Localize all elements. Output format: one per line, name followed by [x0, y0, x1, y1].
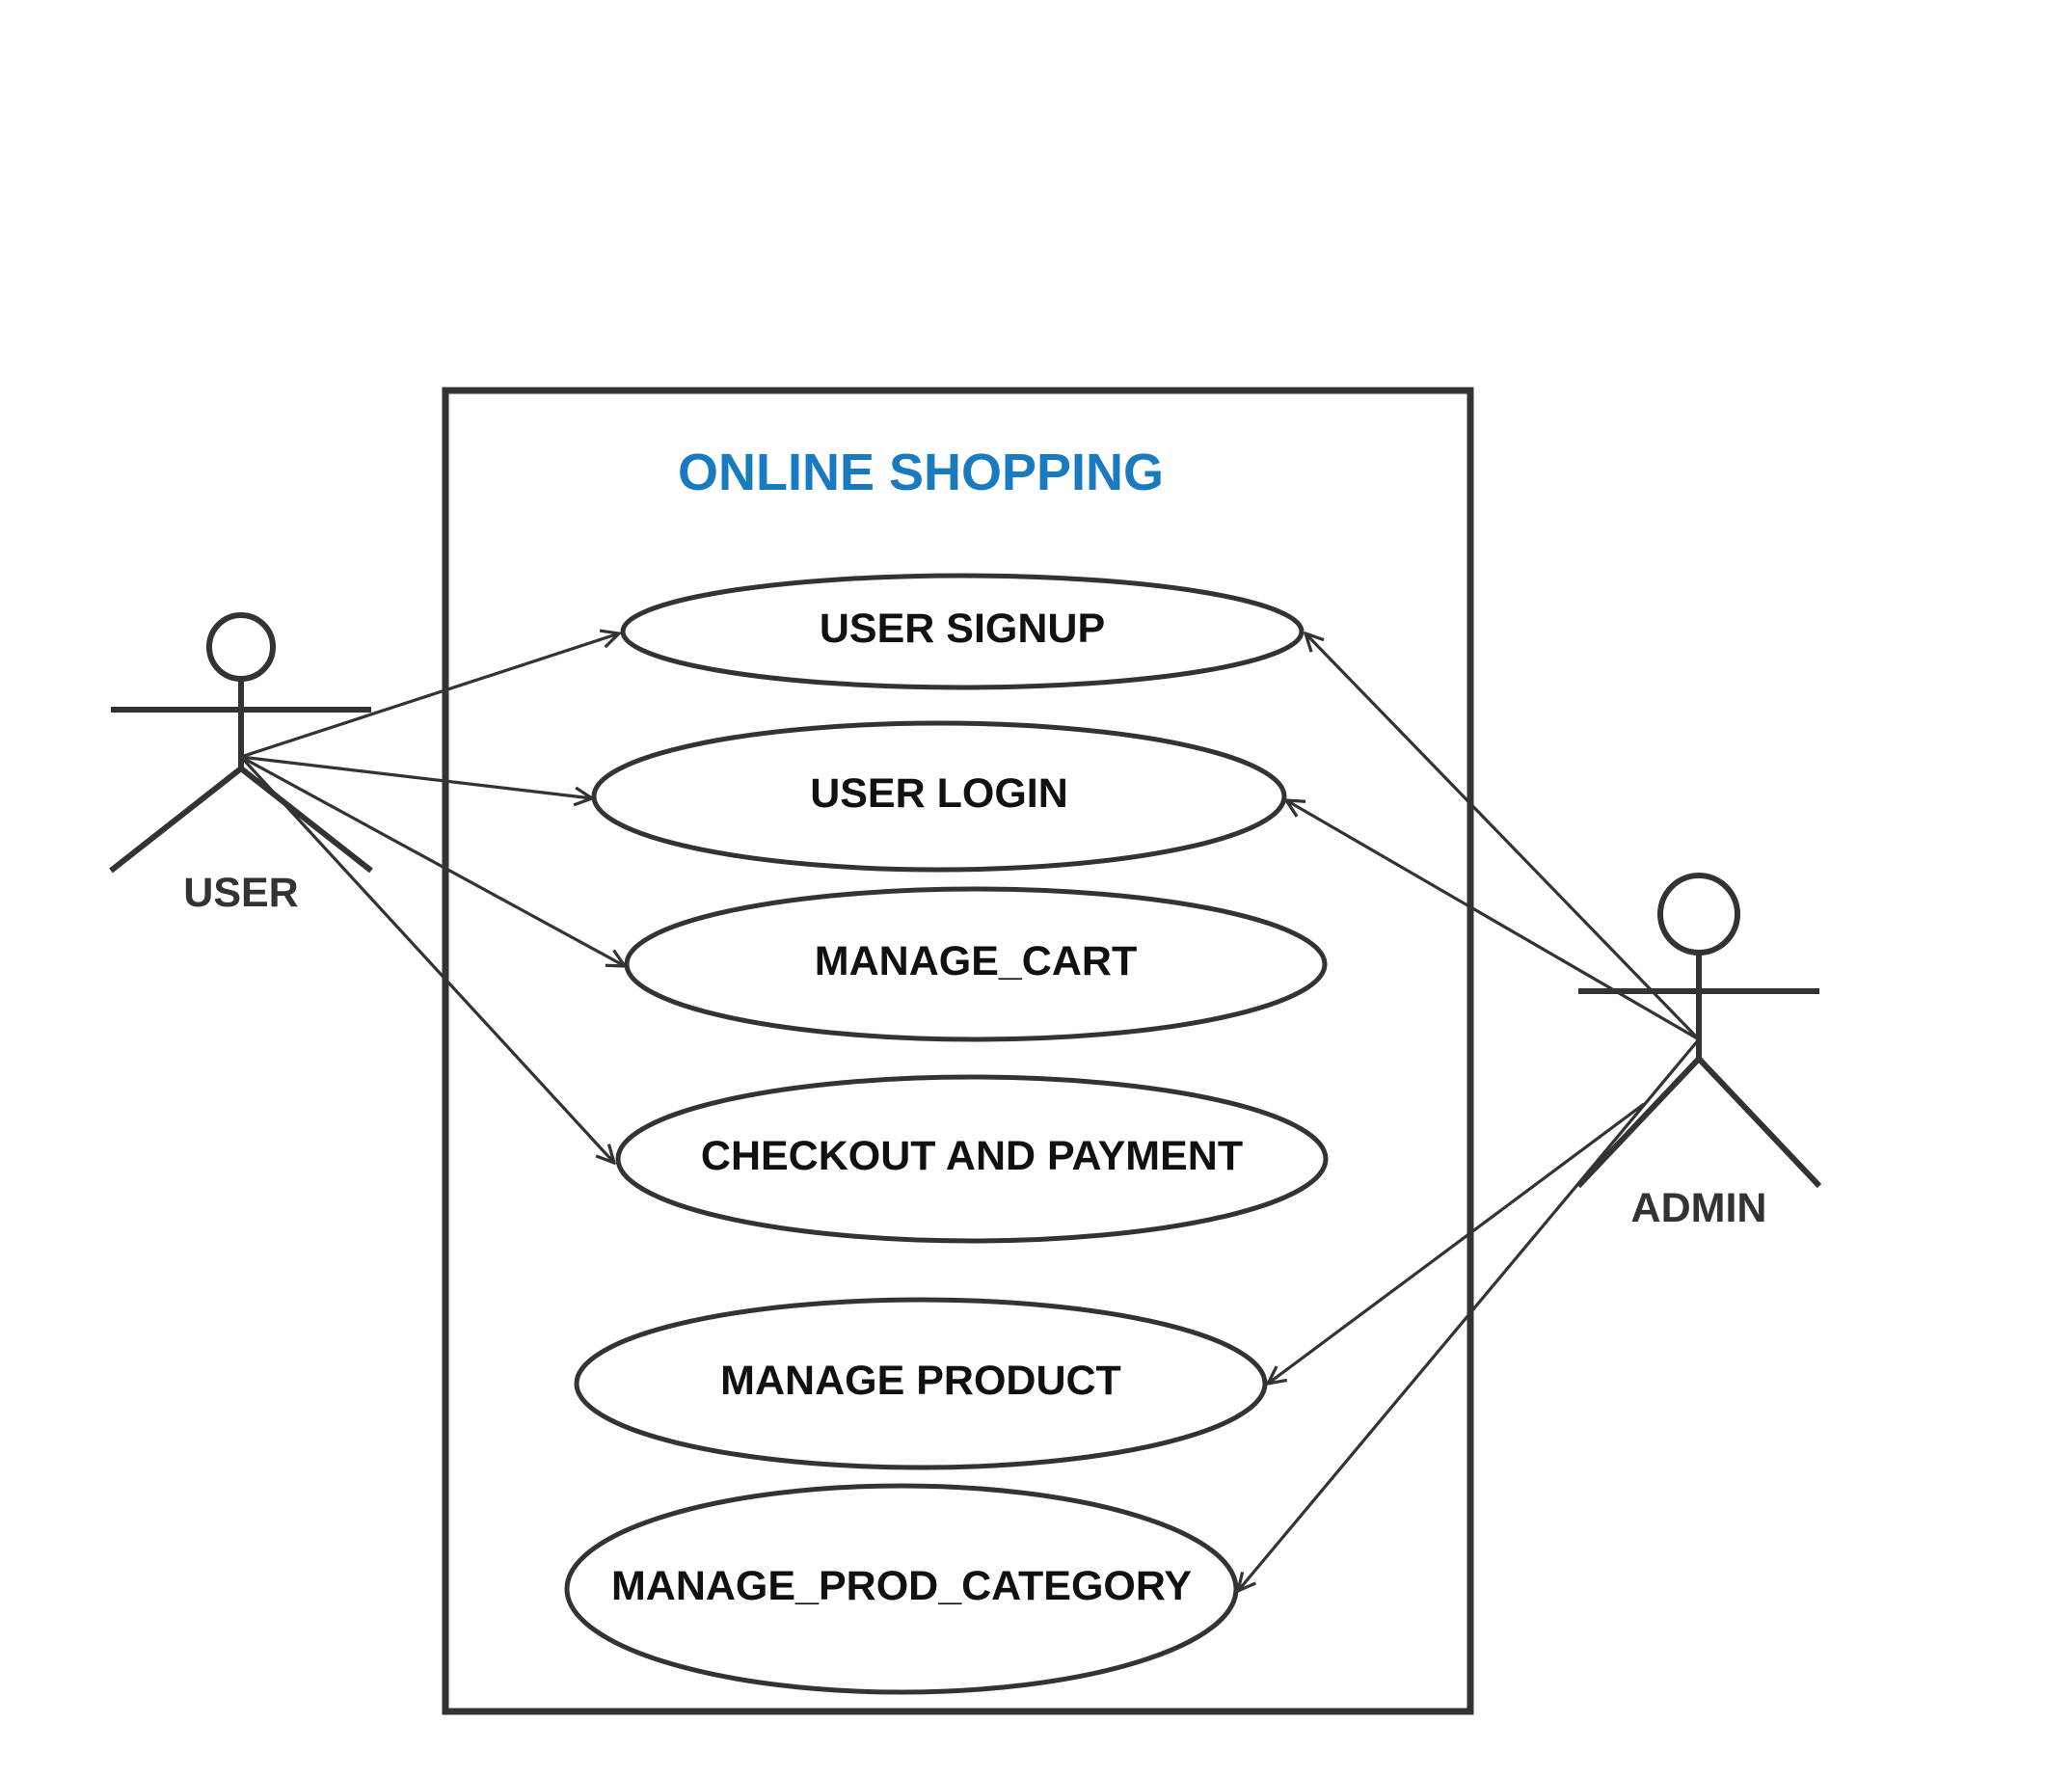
use-case-manage-prod-category[interactable]: MANAGE_PROD_CATEGORY [564, 1483, 1239, 1695]
system-title: ONLINE SHOPPING [678, 444, 1164, 501]
use-case-manage-product[interactable]: MANAGE PRODUCT [574, 1297, 1268, 1470]
actor-user[interactable]: USER [109, 612, 373, 916]
association-admin-login [1286, 800, 1700, 1041]
actor-head [1657, 873, 1740, 956]
association-user-checkout [239, 755, 614, 1163]
use-case-label: USER SIGNUP [820, 606, 1105, 652]
association-user-login [240, 755, 592, 798]
association-user-cart [240, 755, 625, 966]
use-case-label: MANAGE_CART [815, 938, 1137, 984]
use-case-label: CHECKOUT AND PAYMENT [701, 1133, 1243, 1179]
use-case-manage-cart[interactable]: MANAGE_CART [624, 886, 1328, 1042]
use-case-user-login[interactable]: USER LOGIN [591, 720, 1287, 873]
use-case-checkout-and-payment[interactable]: CHECKOUT AND PAYMENT [615, 1074, 1329, 1244]
use-case-label: MANAGE PRODUCT [720, 1358, 1121, 1404]
association-admin-product [1268, 1102, 1645, 1384]
use-case-user-signup[interactable]: USER SIGNUP [620, 573, 1305, 690]
use-case-label: MANAGE_PROD_CATEGORY [611, 1563, 1192, 1609]
actor-label-user: USER [183, 870, 298, 916]
actor-label-admin: ADMIN [1631, 1185, 1767, 1231]
actor-head [206, 612, 276, 682]
actor-admin[interactable]: ADMIN [1575, 873, 1822, 1231]
association-admin-category [1238, 1037, 1701, 1591]
association-admin-signup [1305, 633, 1701, 1041]
use-case-label: USER LOGIN [810, 770, 1068, 817]
association-user-signup [240, 633, 619, 759]
